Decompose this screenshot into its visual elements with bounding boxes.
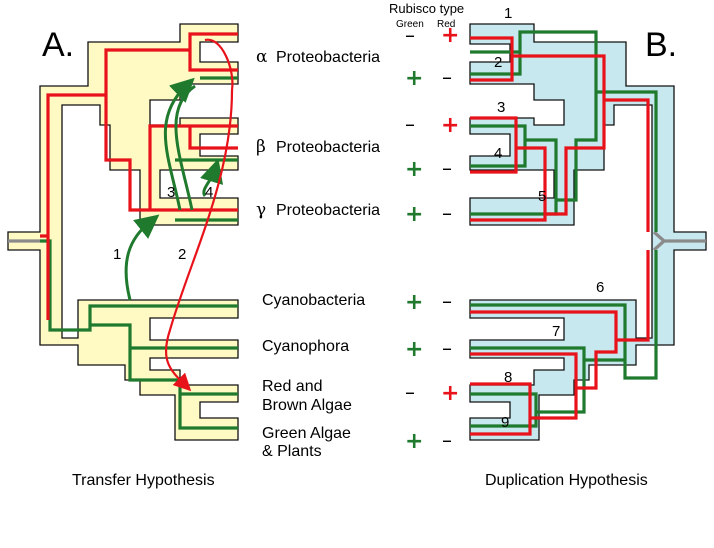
row7-red-mark: – [442, 336, 452, 360]
row8-green-mark: – [405, 380, 415, 404]
duplication-species-tree [469, 23, 707, 441]
transfer-label-1: 1 [113, 246, 121, 263]
row1-green-mark: – [405, 23, 415, 47]
row5-green-mark: + [405, 202, 423, 227]
taxon-alpha-greek: α [256, 47, 268, 67]
row5-red-mark: – [442, 201, 452, 225]
duplication-label-2: 2 [494, 54, 502, 71]
duplication-label-4: 4 [494, 145, 502, 162]
taxon-red-brown-algae-line1: Red and [262, 378, 323, 395]
green-column-header: Green [396, 19, 424, 30]
duplication-label-5: 5 [538, 188, 546, 205]
taxon-gamma-greek: γ [256, 200, 266, 220]
taxon-cyanobacteria: Cyanobacteria [262, 292, 365, 309]
transfer-red-gene-tree [40, 32, 238, 320]
duplication-label-6: 6 [596, 279, 604, 296]
duplication-label-8: 8 [504, 369, 512, 386]
row8-red-mark: + [441, 381, 459, 406]
row7-green-mark: + [405, 337, 423, 362]
taxon-green-algae-line1: Green Algae [262, 425, 351, 442]
transfer-label-4: 4 [205, 184, 213, 201]
row3-red-mark: + [441, 113, 459, 138]
panel-a-label: A. [42, 26, 74, 64]
row4-red-mark: – [442, 156, 452, 180]
taxon-beta-greek: β [256, 137, 266, 157]
row1-red-mark: + [441, 23, 459, 48]
transfer-species-tree [7, 23, 239, 441]
duplication-red-gene-tree [470, 36, 650, 436]
row4-green-mark: + [405, 157, 423, 182]
duplication-label-1: 1 [504, 5, 512, 22]
taxon-alpha-name: Proteobacteria [276, 49, 380, 66]
duplication-label-3: 3 [497, 99, 505, 116]
row2-green-mark: + [405, 66, 423, 91]
row6-red-mark: – [442, 289, 452, 313]
taxon-gamma-name: Proteobacteria [276, 202, 380, 219]
duplication-label-7: 7 [552, 323, 560, 340]
row2-red-mark: – [442, 65, 452, 89]
taxon-red-brown-algae-line2: Brown Algae [262, 397, 352, 414]
duplication-tree [469, 23, 707, 441]
panel-b-label: B. [645, 26, 677, 64]
transfer-label-2: 2 [178, 246, 186, 263]
rubisco-header: Rubisco type [389, 1, 464, 16]
duplication-label-9: 9 [501, 414, 509, 431]
duplication-caption: Duplication Hypothesis [485, 472, 648, 489]
transfer-label-3: 3 [167, 184, 175, 201]
red-column-header: Red [437, 19, 455, 30]
row3-green-mark: – [405, 112, 415, 136]
row9-red-mark: – [442, 428, 452, 452]
row6-green-mark: + [405, 290, 423, 315]
taxon-green-algae-line2: & Plants [262, 443, 322, 460]
taxon-beta-name: Proteobacteria [276, 139, 380, 156]
taxon-cyanophora: Cyanophora [262, 338, 349, 355]
transfer-tree [7, 23, 239, 441]
row9-green-mark: + [405, 429, 423, 454]
transfer-caption: Transfer Hypothesis [72, 472, 215, 489]
